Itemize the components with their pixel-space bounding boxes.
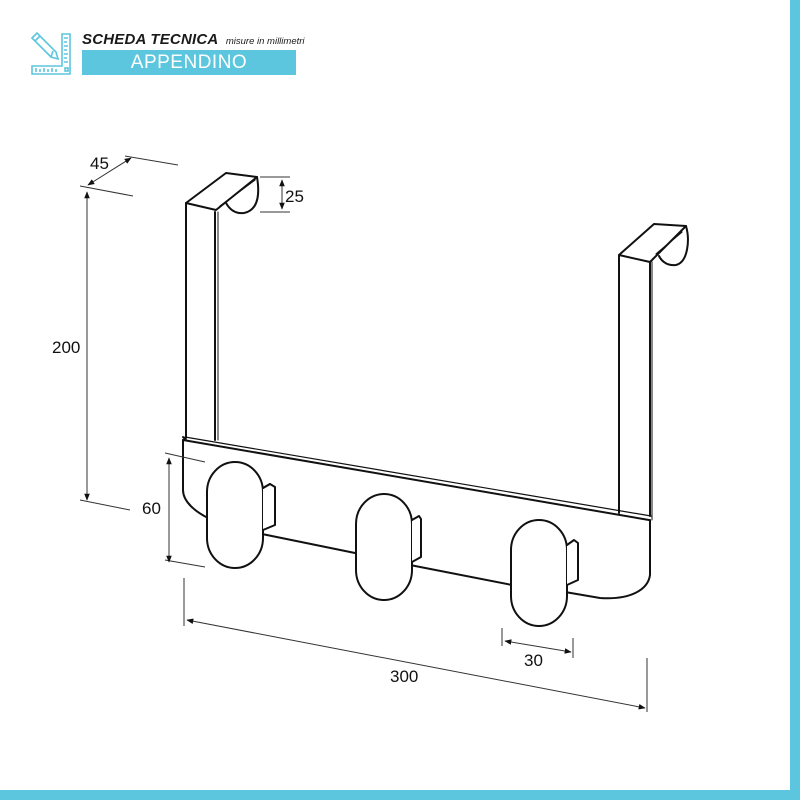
dim-knob-width: 30 <box>524 651 543 670</box>
ruler-pencil-icon <box>30 31 71 75</box>
title-main: SCHEDA TECNICA <box>82 31 219 48</box>
dim-hook-height: 25 <box>285 187 304 206</box>
sheet-title: SCHEDA TECNICA misure in millimetri <box>82 31 305 49</box>
dim-depth: 45 <box>90 154 109 173</box>
frame-border-bottom <box>0 790 800 800</box>
product-name-banner: APPENDINO <box>82 50 296 75</box>
dim-bar-height: 60 <box>142 499 161 518</box>
dim-total-height: 200 <box>52 338 80 357</box>
hanger-body <box>182 172 689 627</box>
frame-border-right <box>790 0 800 800</box>
title-subtitle: misure in millimetri <box>225 36 305 47</box>
dimension-lines <box>79 155 648 712</box>
dim-total-width: 300 <box>390 667 418 686</box>
